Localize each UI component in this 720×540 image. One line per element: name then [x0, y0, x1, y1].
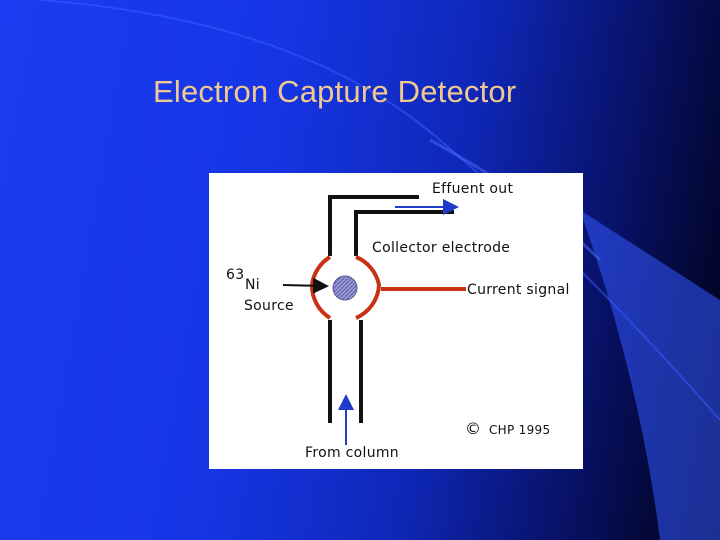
label-current-signal: Current signal [467, 282, 570, 298]
ni-source-disc [332, 275, 358, 301]
label-isotope-mass: 63 [226, 267, 245, 283]
effluent-tube-inner-wall [354, 210, 454, 256]
effluent-tube-outer-wall [328, 195, 419, 256]
ecd-schematic [282, 195, 466, 445]
label-isotope-element: Ni [245, 277, 260, 293]
source-pointer-arrow [282, 277, 329, 294]
label-collector-electrode: Collector electrode [372, 240, 511, 256]
label-source: Source [244, 298, 294, 314]
ecd-diagram: Effuent out Collector electrode 63 Ni So… [209, 173, 583, 469]
copyright-text: CHP 1995 [489, 423, 551, 437]
slide-title: Electron Capture Detector [153, 74, 517, 109]
label-effluent-out: Effuent out [432, 181, 514, 197]
copyright-symbol: © [465, 419, 482, 438]
label-from-column: From column [305, 445, 399, 461]
